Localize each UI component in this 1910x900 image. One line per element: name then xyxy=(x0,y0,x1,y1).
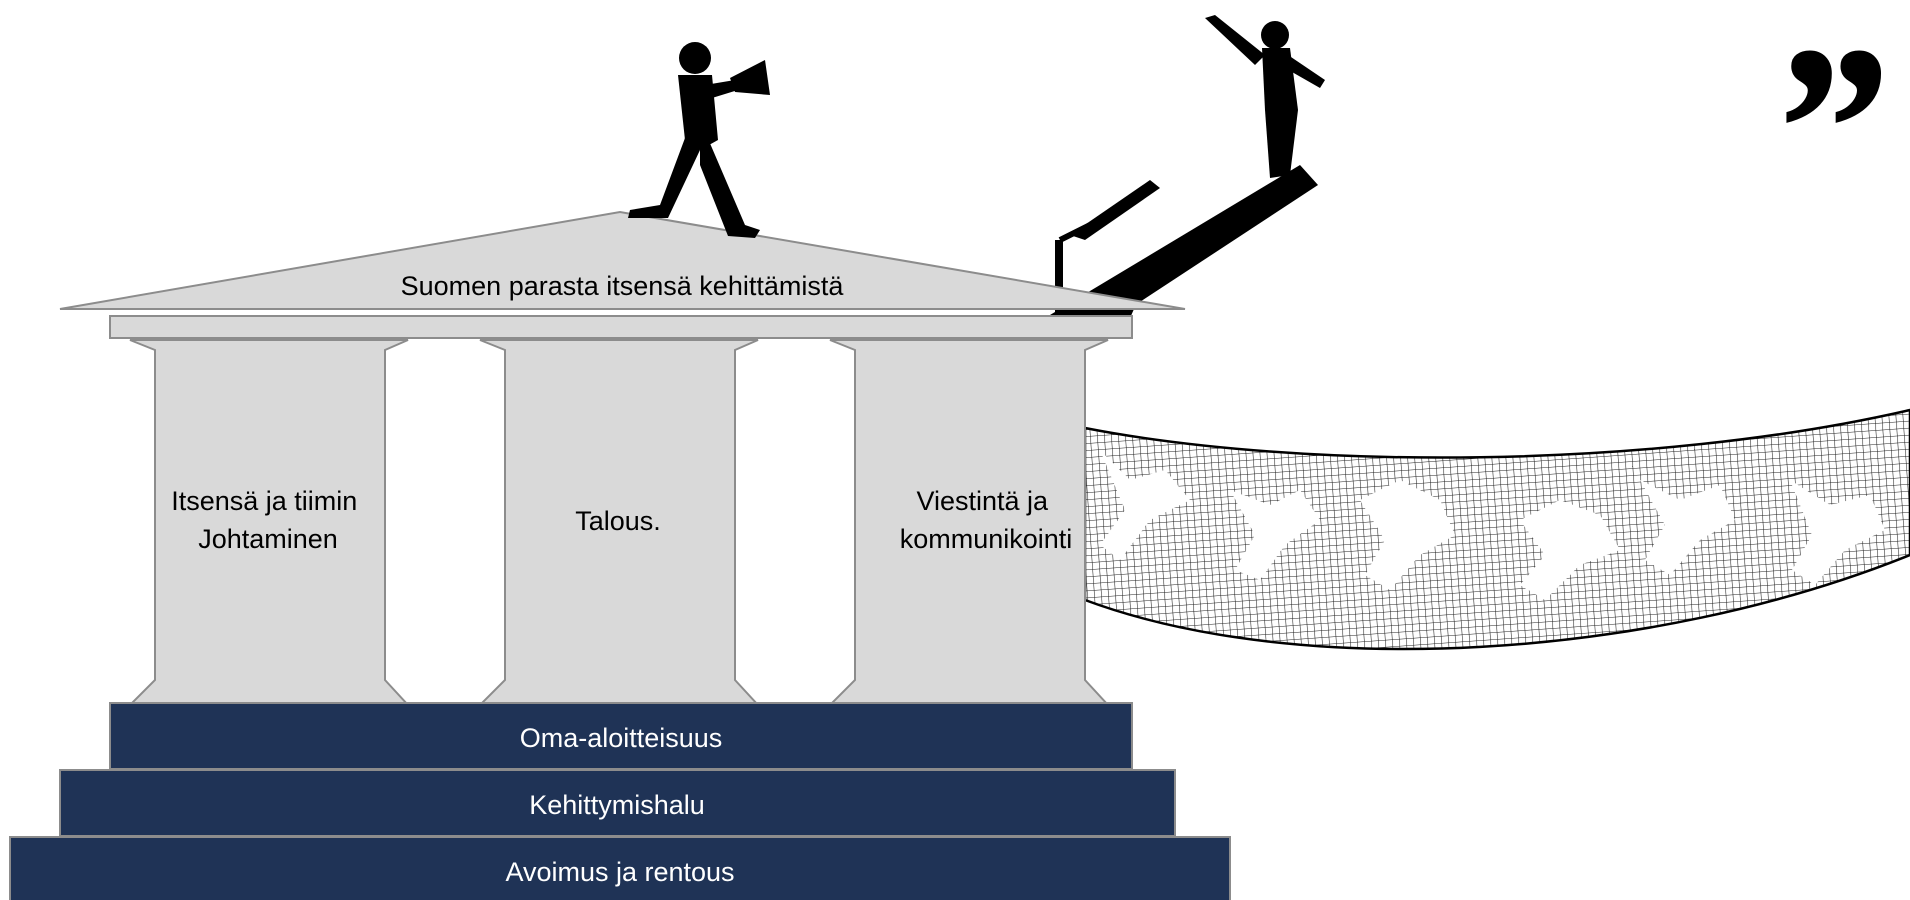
pillar-1: Itsensä ja tiimin Johtaminen xyxy=(127,339,411,706)
step-1: Oma-aloitteisuus xyxy=(109,702,1133,770)
svg-text:Viestintä ja kommunikoin: Viestintä ja kommunikointi xyxy=(900,486,1073,554)
svg-text:Itsensä ja tiimin Johtam: Itsensä ja tiimin Johtaminen xyxy=(171,486,365,554)
step-2: Kehittymishalu xyxy=(59,769,1176,837)
pillar-3-line-2: kommunikointi xyxy=(900,524,1073,554)
falling-people xyxy=(1100,450,1885,600)
roof-pediment xyxy=(59,210,1186,310)
roof-label: Suomen parasta itsensä kehittämistä xyxy=(401,271,845,301)
megaphone-person-silhouette xyxy=(628,42,770,238)
pillar-2: Talous. xyxy=(477,339,761,706)
pillar-3: Viestintä ja kommunikointi xyxy=(827,339,1111,706)
pillar-1-line-2: Johtaminen xyxy=(198,524,338,554)
diving-board-silhouette xyxy=(1048,15,1325,318)
pillar-2-line-1: Talous. xyxy=(575,506,661,536)
svg-text:Avoimus ja rentous: Avoimus ja rentous xyxy=(505,857,734,887)
svg-text:Oma-aloitteisuus: Oma-aloitteisuus xyxy=(520,723,723,753)
svg-text:Kehittymishalu: Kehittymishalu xyxy=(529,790,705,820)
entablature xyxy=(109,315,1133,339)
pillar-3-line-1: Viestintä ja xyxy=(916,486,1049,516)
safety-net-illustration xyxy=(1083,408,1910,651)
temple-roof: Suomen parasta itsensä kehittämistä xyxy=(59,210,1186,339)
step-3: Avoimus ja rentous xyxy=(9,836,1231,900)
svg-text:Talous.: Talous. xyxy=(575,506,661,536)
quote-mark-icon: ” xyxy=(1765,0,1885,262)
pillar-1-line-1: Itsensä ja tiimin xyxy=(171,486,357,516)
safety-net xyxy=(1083,408,1910,651)
